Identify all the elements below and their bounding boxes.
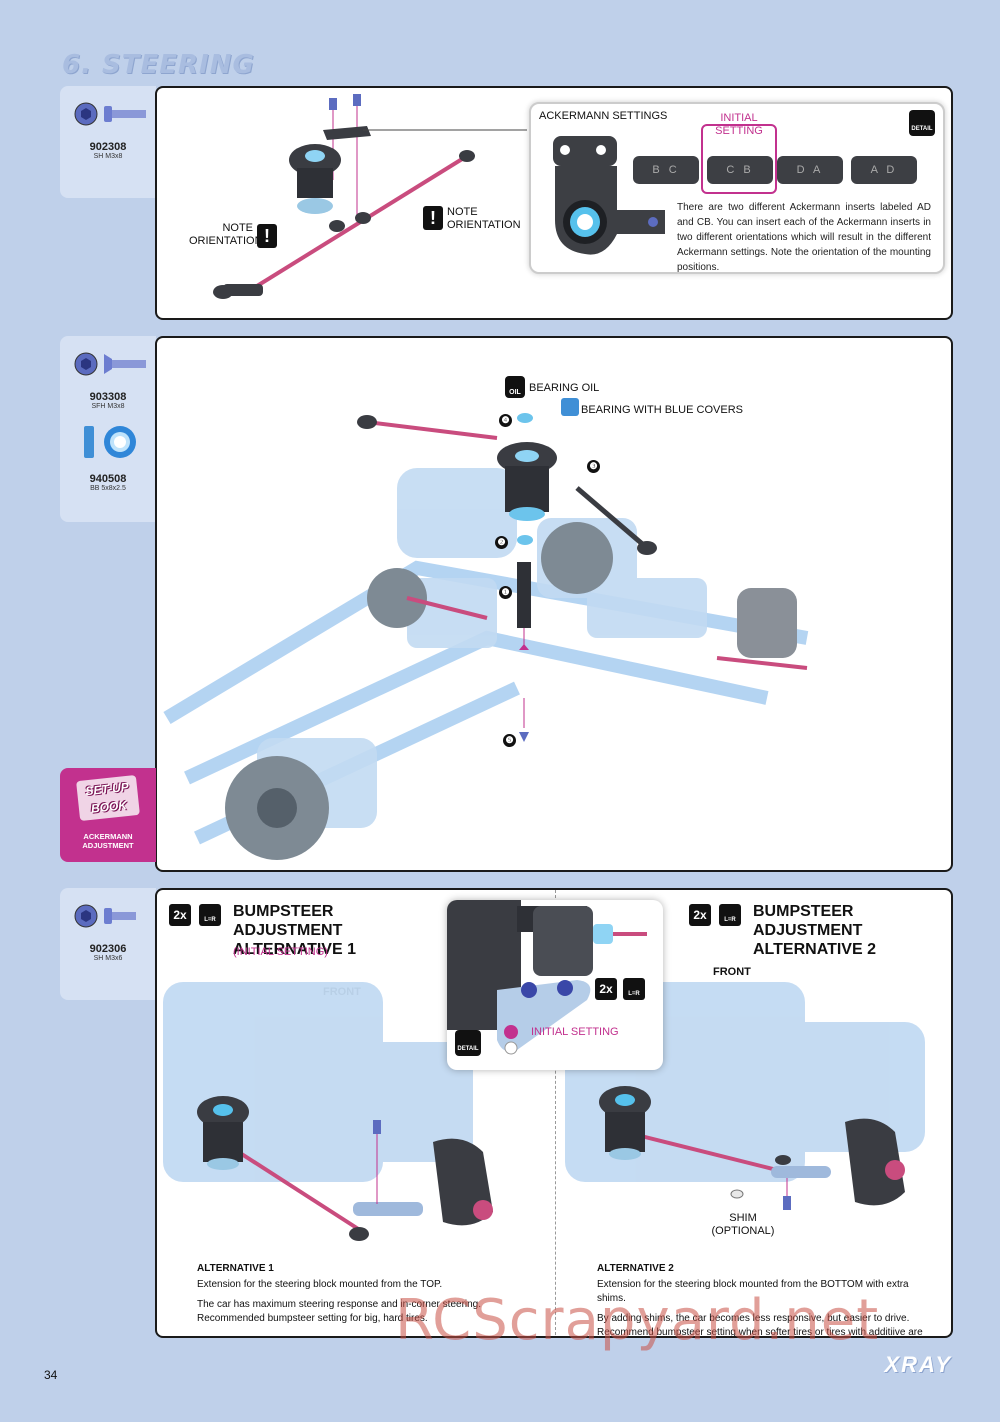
quantity-icon: 2x xyxy=(689,904,711,926)
left-right-icon: L=R xyxy=(623,978,645,1000)
ackermann-title: ACKERMANN SETTINGS xyxy=(539,110,668,122)
part-card-902306: 902306 SH M3x6 xyxy=(60,888,156,1000)
step-5-marker: ❺ xyxy=(503,734,516,747)
quantity-icon: 2x xyxy=(595,978,617,1000)
panel-steering-linkage: NOTE ORIENTATION ! ! NOTE ORIENTATION AC… xyxy=(155,86,953,320)
alt2-line1: Extension for the steering block mounted… xyxy=(597,1279,909,1304)
part-card-902308: 902308 SH M3x8 xyxy=(60,86,156,198)
left-right-icon: L=R xyxy=(719,904,741,926)
shim-optional-label: SHIM (OPTIONAL) xyxy=(711,1212,775,1237)
ackermann-insert-da: D A xyxy=(777,156,843,184)
part-number: 940508 xyxy=(89,473,127,485)
alt1-illustration xyxy=(163,982,493,1241)
alt2-description: ALTERNATIVE 2 Extension for the steering… xyxy=(597,1262,937,1338)
part-description: BB 5x8x2.5 xyxy=(90,485,126,492)
front-label: FRONT xyxy=(713,966,751,978)
detail-zoom-icon: DETAIL xyxy=(909,110,935,136)
note-orientation-left: NOTE ORIENTATION xyxy=(189,222,263,247)
divider xyxy=(555,890,556,1336)
ackermann-insert-cb: C B xyxy=(707,156,773,184)
bearing-blue-covers-label: BEARING WITH BLUE COVERS xyxy=(581,404,743,416)
part-description: SFH M3x8 xyxy=(91,403,125,410)
bearing-oil-label: BEARING OIL xyxy=(529,382,600,394)
part-card-903308-940508: 903308 SFH M3x8 940508 BB 5x8x2.5 xyxy=(60,336,156,522)
step-4-marker: ❹ xyxy=(499,414,512,427)
step-2-marker: ❷ xyxy=(495,536,508,549)
quantity-icon: 2x xyxy=(169,904,191,926)
page-number: 34 xyxy=(44,1368,58,1382)
panel-steering-assembly: OIL BEARING OIL BEARING WITH BLUE COVERS… xyxy=(155,336,953,872)
alt1-heading: ALTERNATIVE 1 xyxy=(197,1263,274,1274)
part-description: SH M3x8 xyxy=(93,153,123,160)
alt1-line2: The car has maximum steering response an… xyxy=(197,1299,482,1324)
alt2-heading: ALTERNATIVE 2 xyxy=(597,1263,674,1274)
initial-setting-frame xyxy=(701,124,777,194)
chassis-steering-illustration xyxy=(163,398,809,860)
inset-initial-setting: INITIAL SETTING xyxy=(531,1026,619,1038)
part-number: 903308 xyxy=(89,391,127,403)
part-number: 902306 xyxy=(89,943,127,955)
steering-linkage-illustration xyxy=(213,94,527,299)
ackermann-description: There are two different Ackermann insert… xyxy=(677,202,931,273)
ackermann-settings-box: ACKERMANN SETTINGS DETAIL INITIAL SETTIN… xyxy=(529,102,945,274)
alt1-initial-setting: (INITIAL SETTING) xyxy=(233,946,328,958)
section-title: 6. STEERING xyxy=(62,50,255,80)
step-1-marker: ❶ xyxy=(499,586,512,599)
ball-bearing-icon xyxy=(84,426,136,458)
steering-block-icon xyxy=(553,136,665,255)
alt1-title: BUMPSTEER ADJUSTMENT ALTERNATIVE 1 xyxy=(233,903,356,959)
ackermann-insert-bc: B C xyxy=(633,156,699,184)
note-orientation-right: NOTE ORIENTATION xyxy=(447,206,521,231)
initial-setting-inset: 2x L=R INITIAL SETTING DETAIL xyxy=(447,900,663,1070)
panel-bumpsteer: 2x L=R BUMPSTEER ADJUSTMENT ALTERNATIVE … xyxy=(155,888,953,1338)
part-number: 902308 xyxy=(89,141,127,153)
alt2-title: BUMPSTEER ADJUSTMENT ALTERNATIVE 2 xyxy=(753,903,876,959)
alt1-description: ALTERNATIVE 1 Extension for the steering… xyxy=(197,1262,547,1326)
inset-illustration xyxy=(447,900,647,1055)
alt1-line1: Extension for the steering block mounted… xyxy=(197,1279,443,1290)
step-3-marker: ❸ xyxy=(587,460,600,473)
screw-sfh-icon xyxy=(74,352,146,376)
warning-icon: ! xyxy=(257,224,277,248)
screw-sh-icon xyxy=(74,904,136,928)
initial-setting-label: INITIAL SETTING xyxy=(715,112,763,137)
ackermann-insert-ad: A D xyxy=(851,156,917,184)
detail-zoom-icon: DETAIL xyxy=(455,1030,481,1056)
part-description: SH M3x6 xyxy=(93,955,123,962)
alt2-line2: By adding shims, the car becomes less re… xyxy=(597,1313,923,1338)
left-right-icon: L=R xyxy=(199,904,221,926)
watermark: RCScrapyard.net xyxy=(395,1288,880,1353)
oil-icon: OIL xyxy=(505,376,525,398)
screw-sh-icon xyxy=(74,102,146,126)
brand-logo: XRAY xyxy=(884,1352,952,1377)
setup-book-label: ACKERMANN ADJUSTMENT xyxy=(82,832,134,850)
warning-icon: ! xyxy=(423,206,443,230)
